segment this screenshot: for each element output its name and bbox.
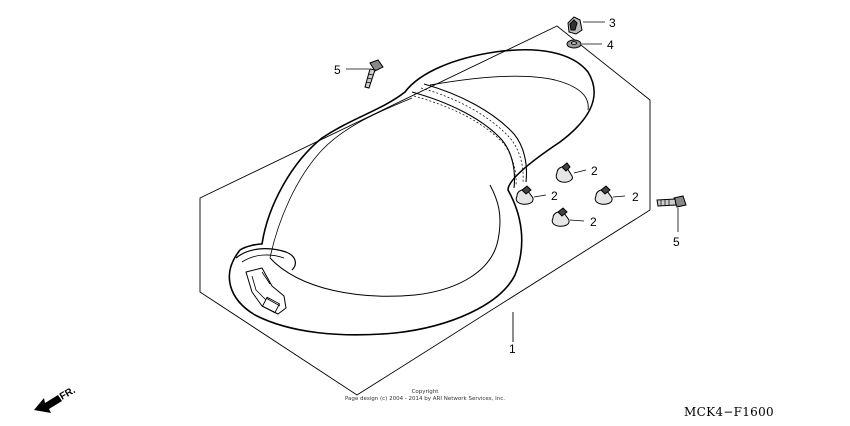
cushion-b-top <box>521 185 532 195</box>
cushion-c-body <box>594 189 613 205</box>
seat-latch-detail <box>251 271 281 307</box>
cushion-b[interactable] <box>515 185 534 205</box>
bolt-right-shank <box>656 198 677 207</box>
seat-stitch-band-b <box>423 83 528 183</box>
callout-cushion-b: 2 <box>551 189 558 203</box>
bolt-right-part[interactable] <box>656 195 687 208</box>
front-arrow-label: FR. <box>58 385 78 403</box>
washer-hole <box>571 41 577 45</box>
seat-stitch-dash-b <box>420 87 524 183</box>
washer-part[interactable] <box>566 39 582 49</box>
seat-outline <box>228 49 595 336</box>
diagram-code: MCK4−F1600 <box>684 405 774 419</box>
leader-cushion-b <box>533 194 547 198</box>
callout-nut: 3 <box>609 16 616 30</box>
callout-bolt-right: 5 <box>673 235 680 249</box>
pillion-contour <box>429 75 589 111</box>
cushion-d-top <box>557 207 568 217</box>
cushion-b-body <box>515 189 534 205</box>
seat-front-lip-inner <box>241 254 285 263</box>
front-arrow: FR. <box>34 385 78 413</box>
nut-part[interactable] <box>567 16 583 35</box>
callout-cushion-c: 2 <box>632 190 639 204</box>
cushion-c[interactable] <box>594 185 613 205</box>
seat-stitch-dash-a <box>413 95 517 187</box>
leader-cushion-c <box>612 195 626 198</box>
seat-contour <box>269 184 501 297</box>
cushion-a-top <box>561 162 571 172</box>
front-arrow-shape <box>34 395 62 413</box>
cushion-c-top <box>600 185 611 195</box>
cushion-d[interactable] <box>551 207 570 227</box>
bolt-right-thread <box>660 199 670 206</box>
seat-latch <box>245 267 287 315</box>
bolt-left-part[interactable] <box>364 59 384 89</box>
callout-seat: 1 <box>509 342 516 356</box>
bolt-left-head <box>369 59 384 72</box>
copyright-notice: Page design (c) 2004 - 2014 by ARI Netwo… <box>344 396 506 402</box>
nut-shade <box>569 19 578 31</box>
callout-bolt-left: 5 <box>334 63 341 77</box>
leader-cushion-a <box>573 169 587 174</box>
assembly-frame <box>199 25 651 396</box>
cushion-d-body <box>551 211 570 227</box>
bolt-left-thread <box>365 73 374 84</box>
seat-stitch-band-a <box>411 91 516 189</box>
copyright-heading: Copyright <box>411 389 439 395</box>
cushion-a[interactable] <box>555 162 573 183</box>
seat-contour-upper <box>269 97 413 259</box>
seat-front-lip <box>235 248 296 271</box>
leader-cushion-d <box>569 219 585 222</box>
seat-latch-tab <box>262 296 280 314</box>
callout-cushion-d: 2 <box>590 215 597 229</box>
cushion-a-body <box>555 166 573 183</box>
seat-part[interactable] <box>228 49 595 336</box>
callout-washer: 4 <box>607 38 614 52</box>
callout-cushion-a: 2 <box>591 164 598 178</box>
